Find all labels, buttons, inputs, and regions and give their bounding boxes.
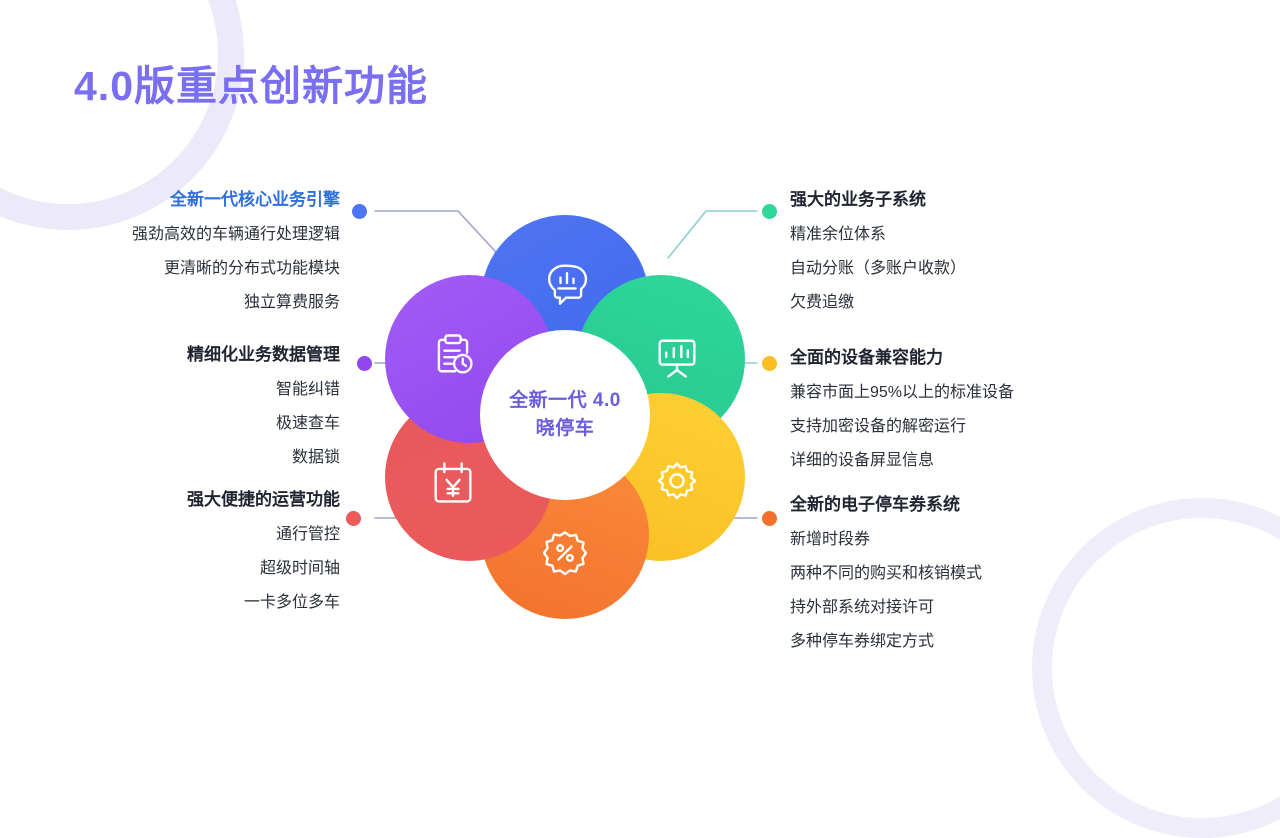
- feature-item: 强劲高效的车辆通行处理逻辑: [131, 226, 340, 244]
- feature-block-business-subsystem[interactable]: 强大的业务子系统 精准余位体系 自动分账（多账户收款） 欠费追缴: [790, 190, 1120, 325]
- feature-block-core-engine[interactable]: 全新一代核心业务引擎 强劲高效的车辆通行处理逻辑 更清晰的分布式功能模块 独立算…: [60, 190, 340, 325]
- feature-item: 详细的设备屏显信息: [790, 451, 935, 469]
- feature-heading: 全新一代核心业务引擎: [170, 190, 340, 209]
- feature-item: 多种停车券绑定方式: [790, 632, 935, 650]
- feature-item: 独立算费服务: [243, 293, 340, 311]
- feature-heading: 全新的电子停车券系统: [790, 495, 960, 514]
- marker-dot-right-bottom: [762, 511, 777, 526]
- marker-dot-right-top: [762, 204, 777, 219]
- feature-item: 支持加密设备的解密运行: [790, 418, 967, 436]
- feature-item: 极速查车: [275, 415, 340, 433]
- feature-block-device-compatibility[interactable]: 全面的设备兼容能力 兼容市面上95%以上的标准设备 支持加密设备的解密运行 详细…: [790, 348, 1120, 483]
- feature-item: 欠费追缴: [790, 293, 855, 311]
- feature-item: 智能纠错: [275, 381, 340, 399]
- presentation-chart-icon: [658, 339, 696, 378]
- feature-heading: 精细化业务数据管理: [187, 345, 340, 364]
- marker-dot-left-bottom: [346, 511, 361, 526]
- gear-icon: [657, 462, 697, 500]
- brain-head-chart-icon: [547, 264, 588, 305]
- feature-item: 数据锁: [291, 448, 340, 466]
- discount-percent-badge-icon: [542, 531, 588, 576]
- feature-block-operation-function[interactable]: 强大便捷的运营功能 通行管控 超级时间轴 一卡多位多车: [60, 490, 340, 625]
- center-hub-line1: 全新一代 4.0: [509, 390, 621, 412]
- feature-item: 通行管控: [275, 526, 340, 544]
- feature-item: 自动分账（多账户收款）: [790, 260, 967, 278]
- feature-item: 一卡多位多车: [243, 593, 340, 611]
- feature-item: 两种不同的购买和核销模式: [790, 565, 983, 583]
- feature-item: 兼容市面上95%以上的标准设备: [790, 384, 1015, 402]
- feature-block-parking-coupon[interactable]: 全新的电子停车券系统 新增时段券 两种不同的购买和核销模式 持外部系统对接许可 …: [790, 495, 1120, 664]
- center-hub: 全新一代 4.0 晓停车: [480, 330, 650, 500]
- feature-item: 新增时段券: [790, 531, 871, 549]
- calendar-yuan-icon: [434, 462, 472, 503]
- feature-heading: 全面的设备兼容能力: [790, 348, 943, 367]
- marker-dot-right-middle: [762, 356, 777, 371]
- feature-item: 精准余位体系: [790, 226, 887, 244]
- feature-heading: 强大便捷的运营功能: [187, 490, 340, 509]
- marker-dot-left-middle: [357, 356, 372, 371]
- feature-item: 更清晰的分布式功能模块: [163, 260, 340, 278]
- center-hub-line2: 晓停车: [535, 418, 595, 439]
- clipboard-clock-icon: [437, 334, 473, 374]
- feature-heading: 强大的业务子系统: [790, 190, 926, 209]
- feature-item: 持外部系统对接许可: [790, 598, 935, 616]
- feature-block-data-management[interactable]: 精细化业务数据管理 智能纠错 极速查车 数据锁: [60, 345, 340, 480]
- feature-flower-diagram: 全新一代 4.0 晓停车: [385, 215, 745, 619]
- marker-dot-left-top: [352, 204, 367, 219]
- feature-item: 超级时间轴: [259, 560, 340, 578]
- page-title: 4.0版重点创新功能: [74, 63, 428, 109]
